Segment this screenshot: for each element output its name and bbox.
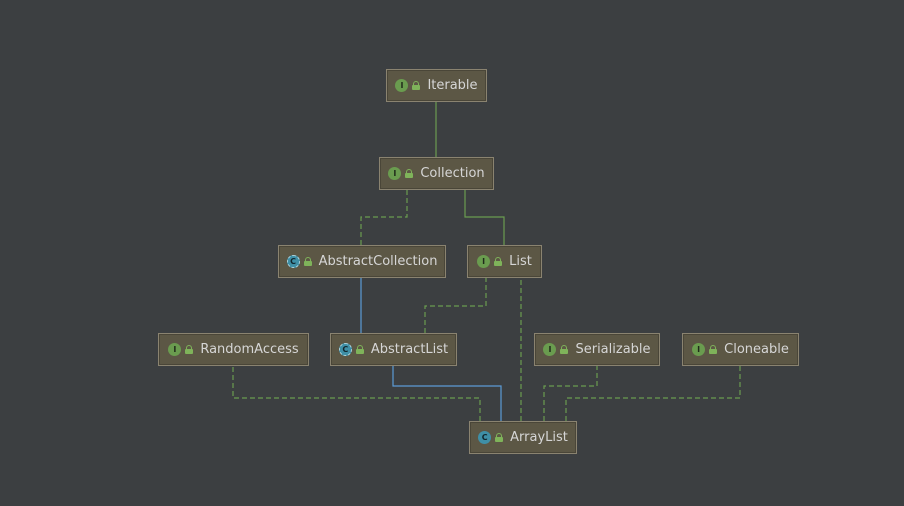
lock-icon	[303, 257, 312, 266]
lock-icon	[709, 345, 718, 354]
node-abstractcollection[interactable]: C AbstractCollection	[278, 245, 446, 278]
class-icon: C	[478, 431, 492, 444]
node-list[interactable]: I List	[467, 245, 542, 278]
lock-icon	[355, 345, 364, 354]
interface-icon: I	[388, 167, 402, 180]
node-label: Serializable	[575, 342, 651, 357]
node-serializable[interactable]: I Serializable	[534, 333, 660, 366]
node-collection[interactable]: I Collection	[379, 157, 494, 190]
node-label: AbstractCollection	[318, 254, 438, 269]
edge-abstractlist-list	[424, 266, 492, 333]
interface-icon: I	[395, 79, 409, 92]
node-label: AbstractList	[370, 342, 449, 357]
abstract-class-icon: C	[338, 343, 352, 356]
node-arraylist[interactable]: C ArrayList	[469, 421, 577, 454]
edge-arraylist-abstractlist	[387, 354, 502, 421]
interface-icon: I	[477, 255, 491, 268]
interface-icon: I	[543, 343, 557, 356]
node-label: Collection	[420, 166, 485, 181]
edge-abstractcollection-collection	[360, 178, 413, 245]
node-cloneable[interactable]: I Cloneable	[682, 333, 799, 366]
lock-icon	[560, 345, 569, 354]
lock-icon	[494, 257, 503, 266]
edge-arraylist-randomaccess	[227, 354, 481, 421]
node-label: Cloneable	[724, 342, 789, 357]
node-label: ArrayList	[510, 430, 568, 445]
node-label: Iterable	[427, 78, 478, 93]
node-label: List	[509, 254, 532, 269]
lock-icon	[185, 345, 194, 354]
node-iterable[interactable]: I Iterable	[386, 69, 487, 102]
node-randomaccess[interactable]: I RandomAccess	[158, 333, 309, 366]
edge-arraylist-cloneable	[565, 354, 746, 421]
lock-icon	[412, 81, 421, 90]
node-label: RandomAccess	[200, 342, 299, 357]
abstract-class-icon: C	[286, 255, 300, 268]
lock-icon	[405, 169, 414, 178]
interface-icon: I	[692, 343, 706, 356]
node-abstractlist[interactable]: C AbstractList	[330, 333, 457, 366]
interface-icon: I	[168, 343, 182, 356]
edge-arraylist-serializable	[543, 354, 603, 421]
lock-icon	[495, 433, 504, 442]
edge-list-collection	[459, 178, 505, 245]
